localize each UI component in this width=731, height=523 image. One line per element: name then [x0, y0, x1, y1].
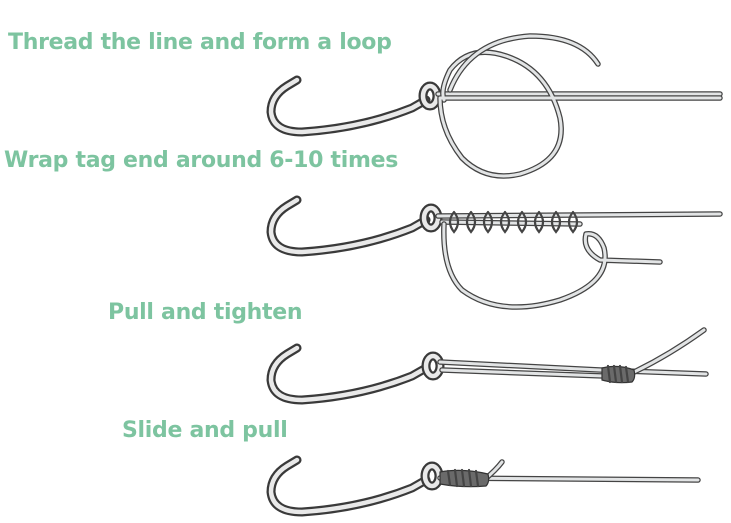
- step-4-illustration: [266, 455, 701, 517]
- fishing-hook-icon: [266, 195, 443, 257]
- fishing-line-icon: [435, 211, 723, 310]
- fishing-hook-icon: [266, 455, 444, 517]
- step-3-illustration: [266, 327, 709, 405]
- step-1-illustration: [266, 33, 723, 179]
- step-2-label: Wrap tag end around 6-10 times: [4, 148, 398, 173]
- step-4-label: Slide and pull: [122, 418, 288, 443]
- fishing-line-icon: [437, 327, 709, 379]
- fishing-hook-icon: [266, 343, 445, 405]
- step-2-illustration: [266, 195, 723, 310]
- fishing-hook-icon: [266, 75, 442, 137]
- knot-wraps-icon: [448, 210, 579, 234]
- knot-wraps-icon: [439, 468, 490, 488]
- knot-wraps-icon: [601, 364, 636, 384]
- fishing-line-icon: [435, 33, 723, 179]
- step-3-label: Pull and tighten: [108, 300, 303, 325]
- step-1-label: Thread the line and form a loop: [8, 30, 392, 55]
